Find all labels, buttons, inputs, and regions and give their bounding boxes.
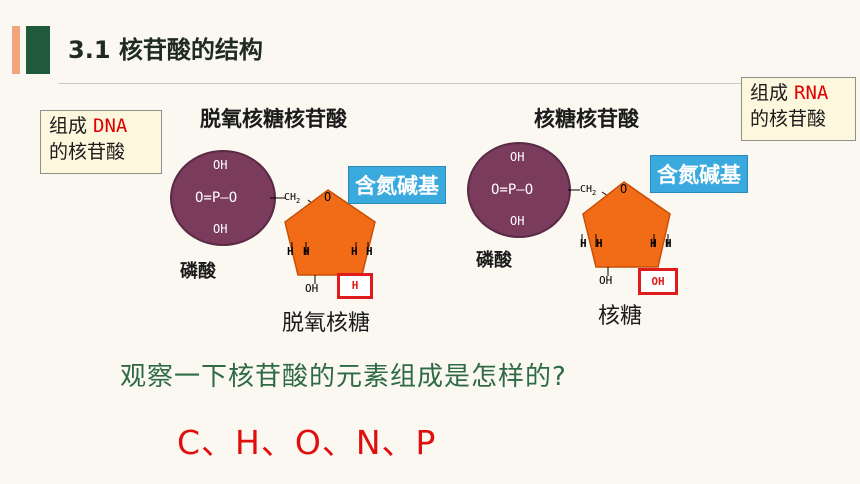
rna-label-prefix: 组成 [750, 82, 795, 104]
right-heading: 核糖核苷酸 [534, 107, 639, 131]
right-sugar-ring [582, 181, 671, 268]
right-sugar-svg [568, 181, 671, 276]
right-h-outer-right: H [665, 237, 672, 250]
dna-label-accent: DNA [93, 115, 128, 137]
left-h-outer-right: H [366, 245, 373, 258]
left-nitrogen-base-label: 含氮碱基 [348, 166, 446, 204]
title-accent-bar-green [26, 26, 50, 74]
right-ch2-label: CH2 [580, 184, 596, 197]
answer-text: C、H、O、N、P [177, 423, 437, 462]
left-highlight-h: H [351, 279, 359, 292]
right-h-inner-left: H [596, 237, 603, 250]
right-phosphate-group: O=P—O [491, 182, 534, 198]
left-ch2-label: CH2 [284, 192, 300, 205]
slide-title: 3.1 核苷酸的结构 [68, 36, 263, 64]
dna-label-prefix: 组成 [49, 115, 94, 137]
left-sugar-name: 脱氧核糖 [282, 311, 371, 336]
right-phosphate-label: 磷酸 [476, 250, 512, 271]
left-sugar-svg [270, 189, 376, 284]
left-h-inner-right: H [351, 245, 358, 258]
question-text: 观察一下核苷酸的元素组成是怎样的? [120, 362, 567, 392]
dna-nucleotide-label: 组成 DNA 的核苷酸 [40, 110, 162, 174]
right-phosphate-circle [467, 142, 571, 238]
right-h-inner-right: H [650, 237, 657, 250]
right-h-outer-left: H [580, 237, 587, 250]
left-ch2-sub: 2 [296, 197, 301, 205]
right-nitrogen-base-label: 含氮碱基 [650, 155, 748, 193]
right-ch2-sub: 2 [592, 189, 597, 197]
left-ring-oxygen: O [324, 190, 332, 204]
right-phosphate-top-oh: OH [510, 150, 525, 164]
left-oh-bottom: OH [305, 282, 319, 295]
left-h-outer-left: H [287, 245, 294, 258]
left-highlight-box: H [337, 273, 373, 299]
left-phosphate-circle [170, 150, 276, 246]
left-phosphate-bottom-oh: OH [213, 222, 228, 236]
title-divider [58, 83, 848, 84]
right-phosphate-bottom-oh: OH [510, 214, 525, 228]
left-phosphate-top-oh: OH [213, 158, 228, 172]
left-ch2-text: CH [284, 192, 297, 203]
rna-label-accent: RNA [794, 82, 829, 104]
right-highlight-box: OH [638, 268, 678, 295]
right-oh-bottom: OH [599, 274, 613, 287]
right-ring-oxygen: O [620, 182, 628, 196]
right-highlight-oh: OH [651, 275, 665, 288]
rna-label-line2: 的核苷酸 [750, 108, 827, 130]
left-phosphate-group: O=P—O [195, 190, 238, 206]
rna-nucleotide-label: 组成 RNA 的核苷酸 [741, 77, 856, 141]
left-h-inner-left: H [303, 245, 310, 258]
right-sugar-name: 核糖 [598, 304, 643, 329]
right-ch2-text: CH [580, 184, 593, 195]
dna-label-line2: 的核苷酸 [49, 141, 126, 163]
left-phosphate-label: 磷酸 [180, 261, 216, 282]
left-heading: 脱氧核糖核苷酸 [200, 107, 347, 131]
left-sugar-ring [284, 189, 376, 276]
title-accent-bar-orange [12, 26, 20, 74]
